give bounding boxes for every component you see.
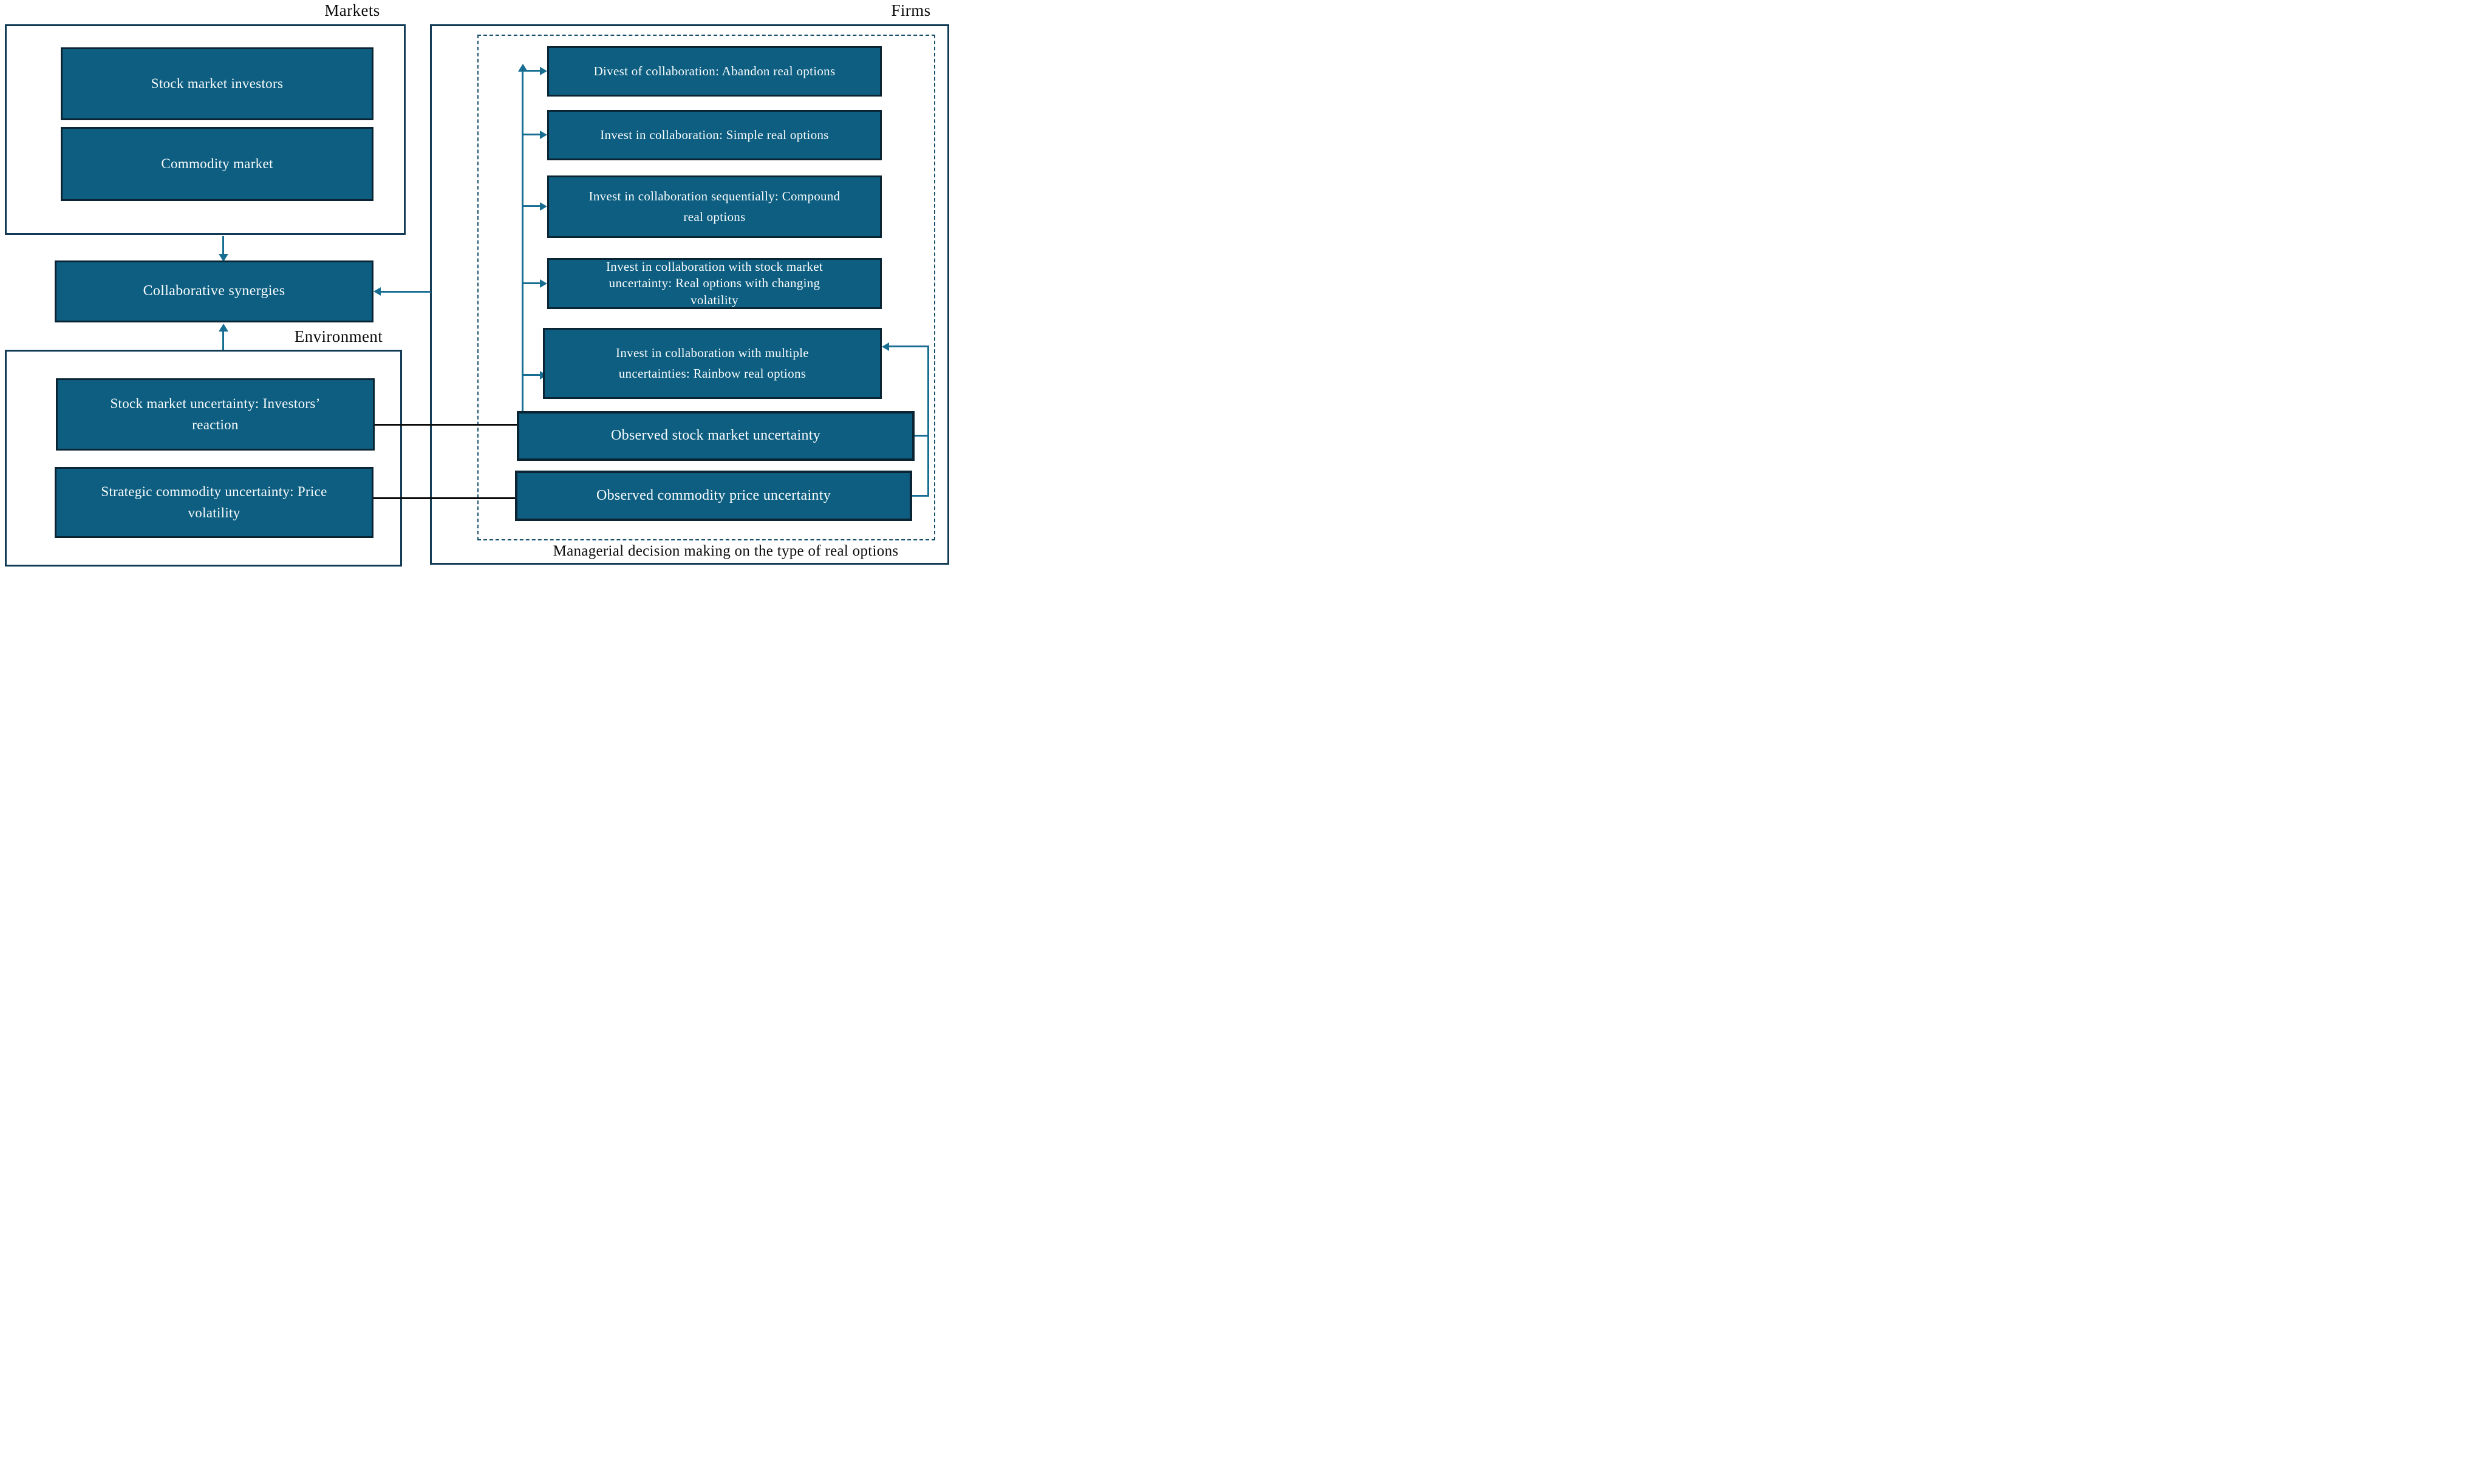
node-option-compound: Invest in collaboration sequentially: Co…	[547, 175, 882, 238]
feedback-to-rainbow-line	[889, 345, 929, 347]
feedback-commodity-stub-line	[912, 495, 929, 497]
arrow-firms-to-collab-head-icon	[373, 287, 381, 296]
branch-compound-line	[523, 205, 541, 207]
managerial-decision-dashed-frame	[477, 35, 935, 540]
node-option-abandon: Divest of collaboration: Abandon real op…	[547, 46, 882, 97]
firms-group-frame	[430, 24, 949, 565]
link-commodity-uncertainty-line	[373, 497, 515, 499]
node-collaborative-synergies: Collaborative synergies	[55, 260, 373, 322]
decision-spine-line	[522, 71, 523, 411]
branch-simple-line	[523, 134, 541, 135]
branch-compound-head-icon	[540, 202, 547, 211]
branch-changing-volatility-head-icon	[540, 279, 547, 288]
node-option-changing-volatility: Invest in collaboration with stock marke…	[547, 258, 882, 309]
markets-group-frame	[5, 24, 406, 235]
environment-group-frame	[5, 350, 402, 567]
node-commodity-market: Commodity market	[61, 127, 373, 201]
real-options-flow-diagram: Markets Firms Environment Managerial dec…	[0, 0, 952, 570]
feedback-to-rainbow-head-icon	[882, 342, 889, 351]
arrow-markets-to-collab-head-icon	[219, 254, 228, 262]
firms-group-label: Firms	[891, 1, 931, 19]
branch-divest-head-icon	[540, 67, 547, 75]
node-stock-market-uncertainty: Stock market uncertainty: Investors’ rea…	[56, 378, 375, 451]
node-option-rainbow: Invest in collaboration with multiple un…	[543, 328, 882, 399]
arrow-firms-to-collab-line	[381, 291, 431, 293]
node-strategic-commodity-uncertainty: Strategic commodity uncertainty: Price v…	[55, 467, 373, 538]
branch-divest-line	[523, 70, 541, 72]
environment-group-label: Environment	[294, 327, 383, 345]
feedback-stock-stub-line	[915, 435, 929, 437]
arrow-environment-to-collab-head-icon	[219, 324, 228, 332]
arrow-environment-to-collab-line	[222, 332, 224, 350]
markets-group-label: Markets	[324, 1, 380, 19]
node-option-simple: Invest in collaboration: Simple real opt…	[547, 110, 882, 160]
managerial-decision-caption: Managerial decision making on the type o…	[553, 543, 899, 559]
link-stock-uncertainty-line	[375, 424, 517, 426]
node-stock-market-investors: Stock market investors	[61, 47, 373, 120]
branch-changing-volatility-line	[523, 282, 541, 284]
branch-simple-head-icon	[540, 131, 547, 139]
node-observed-stock-market-uncertainty: Observed stock market uncertainty	[517, 411, 915, 461]
branch-rainbow-line	[523, 374, 541, 376]
node-observed-commodity-price-uncertainty: Observed commodity price uncertainty	[515, 471, 912, 521]
decision-spine-top-head-icon	[518, 64, 528, 72]
feedback-vertical-line	[927, 345, 929, 497]
arrow-markets-to-collab-line	[222, 236, 224, 254]
